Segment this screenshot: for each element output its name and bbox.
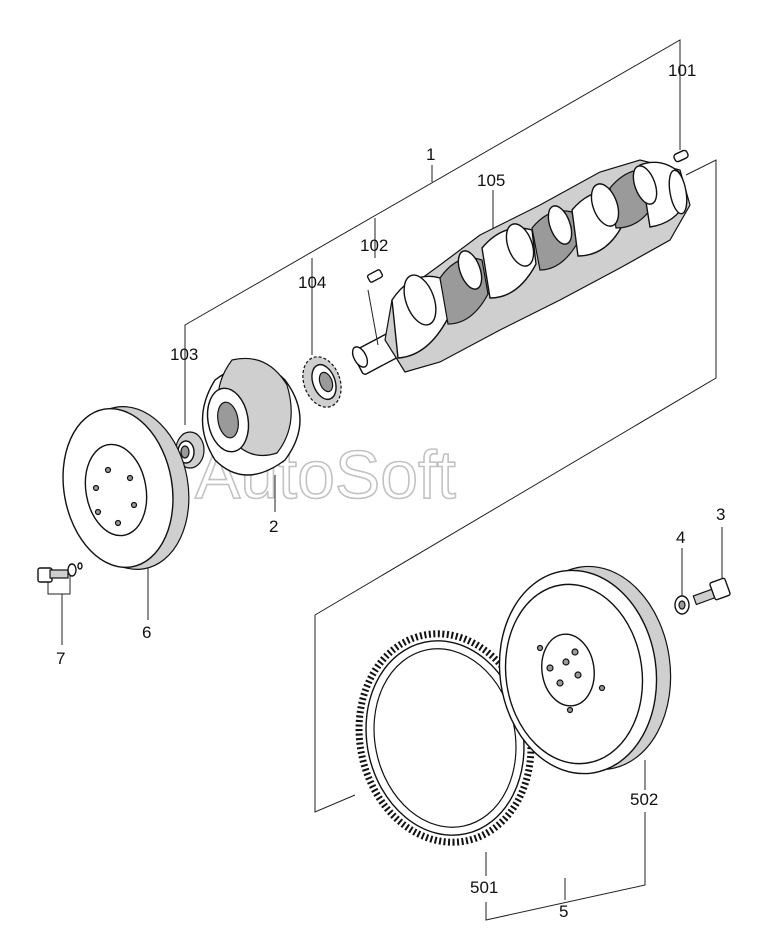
washer-4-icon — [674, 595, 690, 615]
pulley-bolt-7-icon — [37, 562, 83, 583]
callout-labels: 101 1 105 102 104 103 2 3 4 6 7 502 501 … — [56, 61, 725, 921]
label-501: 501 — [470, 878, 498, 897]
flywheel-bolt-3-icon — [692, 577, 731, 606]
dowel-pin-101-icon — [673, 149, 689, 163]
label-103: 103 — [170, 345, 198, 364]
woodruff-key-102-icon — [366, 269, 384, 346]
crankshaft-105-icon — [351, 159, 691, 375]
crank-gear-104-icon — [302, 356, 342, 408]
label-5: 5 — [559, 902, 568, 921]
leader-lines — [47, 39, 723, 921]
label-502: 502 — [630, 790, 658, 809]
label-4: 4 — [676, 528, 685, 547]
front-cover-2-icon — [201, 357, 301, 476]
label-1: 1 — [426, 145, 435, 164]
label-105: 105 — [477, 171, 505, 190]
label-102: 102 — [360, 236, 388, 255]
label-2: 2 — [269, 517, 278, 536]
label-3: 3 — [716, 505, 725, 524]
label-101: 101 — [668, 61, 696, 80]
label-7: 7 — [56, 649, 65, 668]
crank-pulley-6-icon — [62, 406, 190, 570]
flywheel-502-icon — [498, 565, 672, 775]
label-104: 104 — [298, 273, 326, 292]
label-6: 6 — [142, 623, 151, 642]
